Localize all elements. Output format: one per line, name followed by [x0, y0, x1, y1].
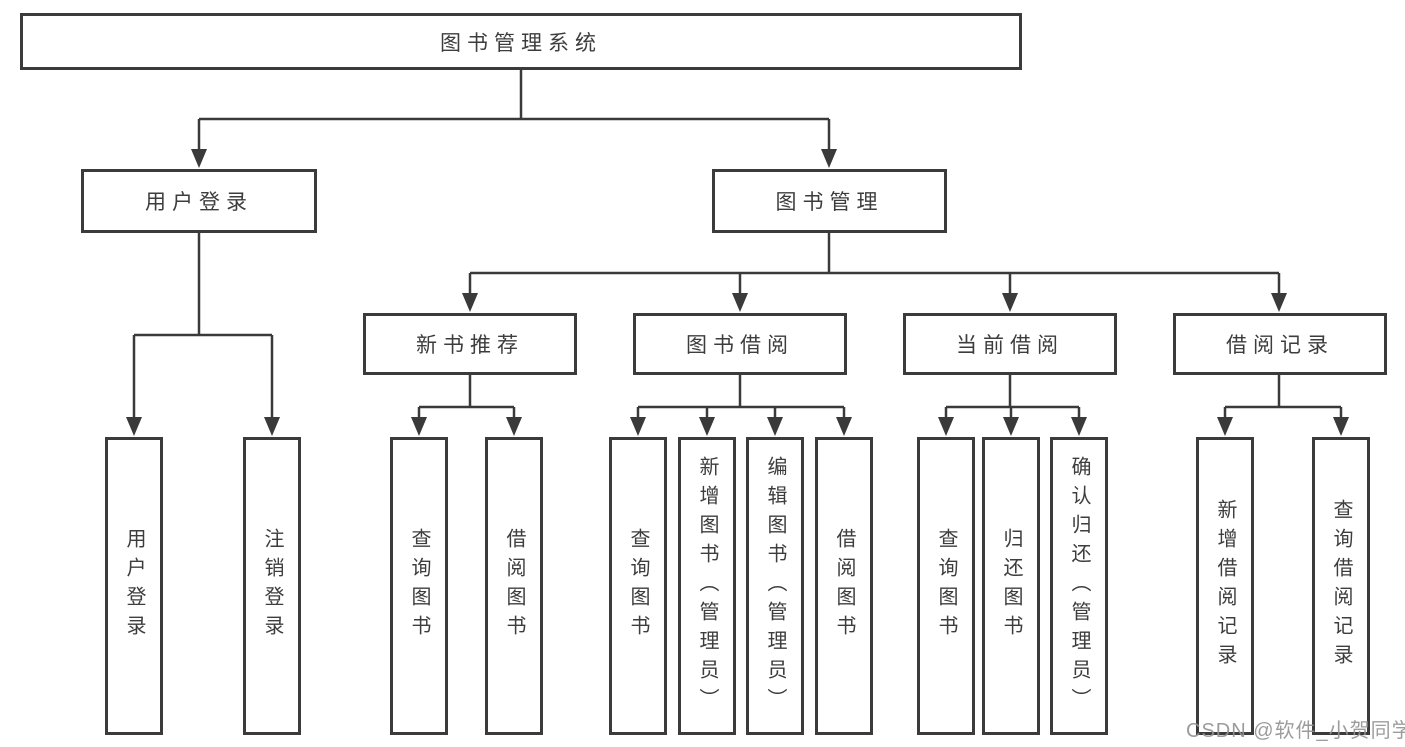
- leaf-recommend-query-books: 查询图书: [390, 437, 448, 735]
- node-book-borrow: 图书借阅: [633, 313, 847, 375]
- leaf-current-query-books: 查询图书: [917, 437, 975, 735]
- arrowheads: [126, 149, 1349, 436]
- leaf-borrow-query-books: 查询图书: [609, 437, 667, 735]
- leaf-current-return-books: 归还图书: [982, 437, 1040, 735]
- leaf-records-query-borrow-record: 查询借阅记录: [1312, 437, 1370, 735]
- leaf-user-login: 用户登录: [105, 437, 163, 735]
- node-current-borrow: 当前借阅: [903, 313, 1117, 375]
- leaf-records-add-borrow-record: 新增借阅记录: [1196, 437, 1254, 735]
- leaf-borrow-borrow-books: 借阅图书: [815, 437, 873, 735]
- leaf-current-confirm-return-admin: 确认归还（管理员）: [1050, 437, 1108, 735]
- csdn-watermark: CSDN @软件_小贺同学: [1186, 720, 1405, 742]
- node-system-root: 图书管理系统: [20, 13, 1022, 70]
- leaf-borrow-add-books-admin: 新增图书（管理员）: [678, 437, 736, 735]
- leaf-logout-login: 注销登录: [243, 437, 301, 735]
- node-user-login: 用户登录: [81, 169, 317, 233]
- node-new-book-recommend: 新书推荐: [363, 313, 577, 375]
- leaf-borrow-edit-books-admin: 编辑图书（管理员）: [746, 437, 804, 735]
- node-borrow-records: 借阅记录: [1173, 313, 1387, 375]
- node-book-management: 图书管理: [712, 169, 947, 233]
- leaf-recommend-borrow-books: 借阅图书: [485, 437, 543, 735]
